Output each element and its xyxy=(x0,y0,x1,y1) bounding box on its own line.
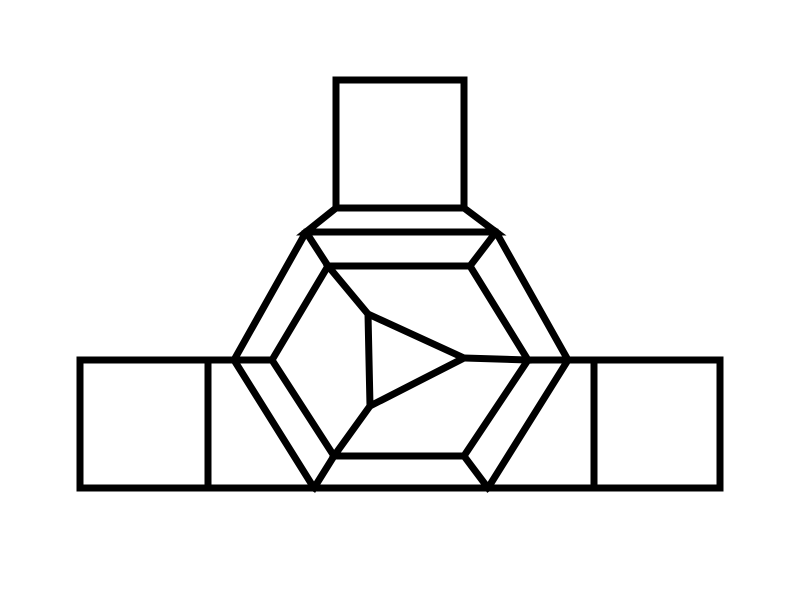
right-square xyxy=(590,356,724,492)
hexagon-bevel-top-left xyxy=(301,227,333,271)
triangle-line-top xyxy=(323,261,373,319)
center-triangle xyxy=(364,308,473,412)
top-trapezoid xyxy=(296,204,507,236)
triangle-line-right xyxy=(460,354,532,364)
left-square xyxy=(76,356,212,492)
top-square xyxy=(332,76,468,212)
triangle-line-bottom xyxy=(329,401,375,461)
hexagon-bevel-bottom-left xyxy=(309,451,339,493)
hexagon-bevel-top-right xyxy=(465,227,501,271)
hexagon-bevel-bottom-right xyxy=(459,451,493,493)
